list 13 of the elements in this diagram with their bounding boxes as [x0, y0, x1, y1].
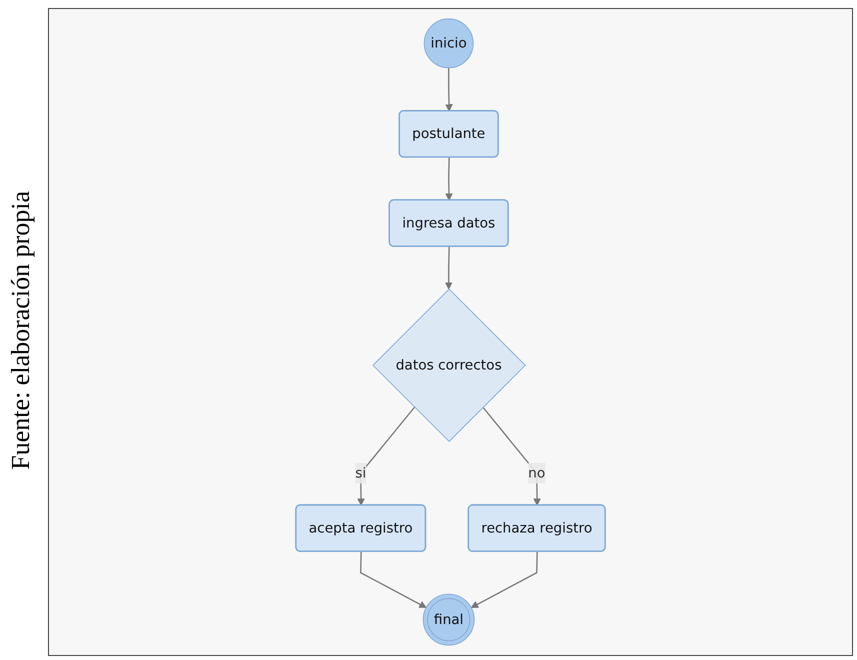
- node-diamond: datos correctos: [372, 288, 526, 442]
- arrow: [482, 406, 541, 506]
- node-circle: inicio: [424, 18, 474, 68]
- node-circle: final: [422, 594, 475, 646]
- arrow: [444, 246, 452, 290]
- arrow: [445, 68, 453, 112]
- edge-label: si: [355, 464, 366, 481]
- arrow: [445, 157, 453, 201]
- arrow: [360, 552, 427, 608]
- arrow: [470, 552, 538, 608]
- caption: Fuente: elaboración propia: [6, 190, 36, 470]
- edge-label: no: [528, 464, 546, 481]
- arrow: [357, 406, 415, 506]
